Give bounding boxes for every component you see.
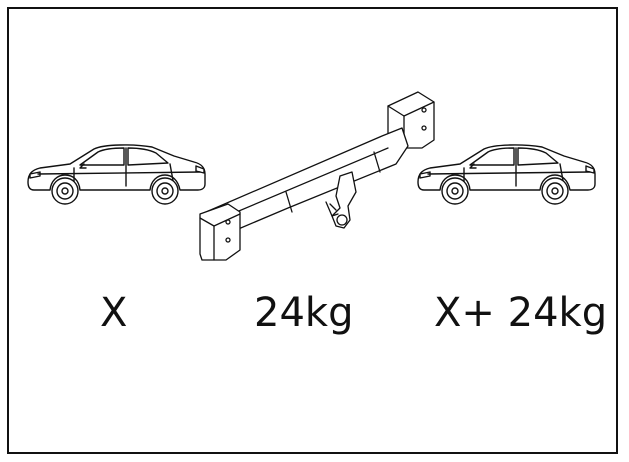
diagram-frame bbox=[7, 7, 618, 454]
car-weight-label: X bbox=[100, 290, 128, 336]
car-left-icon bbox=[27, 144, 206, 205]
towbar-icon bbox=[199, 91, 435, 261]
towbar-weight-label: 24kg bbox=[254, 290, 354, 336]
car-right-icon bbox=[417, 144, 596, 205]
total-weight-label: X+ 24kg bbox=[434, 290, 608, 336]
